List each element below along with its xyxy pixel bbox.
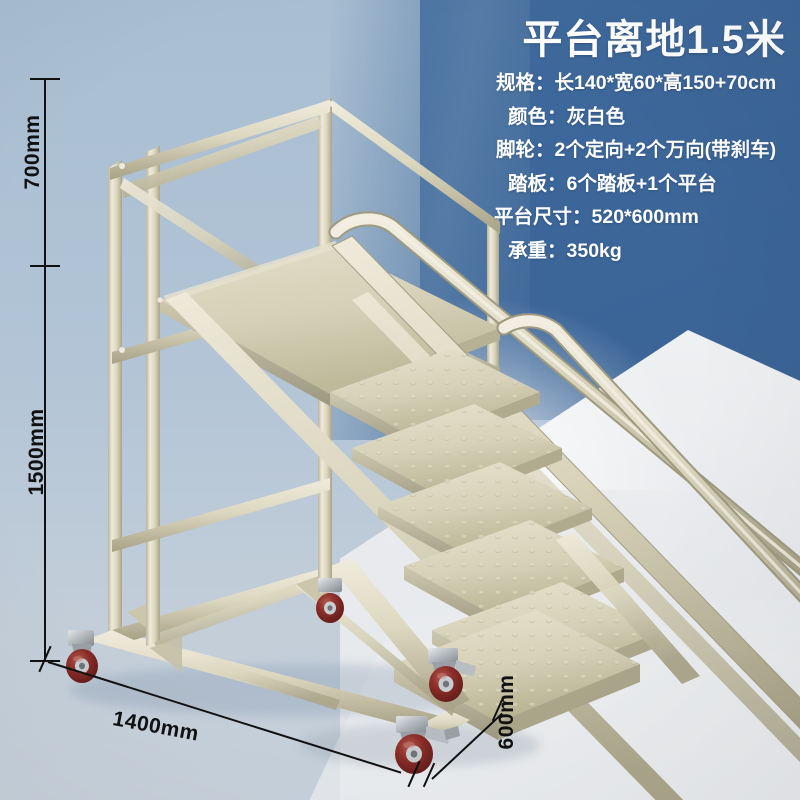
caster-front-left [395,716,460,774]
page-title: 平台离地1.5米 [522,18,786,62]
spec-item-size: 规格：长140*宽60*高150+70cm [496,72,777,94]
caster-rear-right [316,578,344,623]
spec-panel: 平台离地1.5米 规格：长140*宽60*高150+70cm 颜色：灰白色 脚轮… [440,8,792,275]
spec-item-color: 颜色：灰白色 [508,105,626,128]
spec-list: 规格：长140*宽60*高150+70cm 颜色：灰白色 脚轮：2个定向+2个万… [440,72,788,262]
caster-front-right [428,648,476,702]
dimension-label-lower-height: 1500mm [25,408,48,496]
spec-item-casters: 脚轮：2个定向+2个万向(带刹车) [496,139,777,161]
spec-item-steps: 踏板：6个踏板+1个平台 [508,172,717,195]
dimension-label-upper-height: 700mm [21,114,44,190]
spec-item-platform: 平台尺寸：520*600mm [494,206,699,228]
spec-item-capacity: 承重：350kg [508,239,622,262]
dimension-label-width: 600mm [495,674,518,750]
